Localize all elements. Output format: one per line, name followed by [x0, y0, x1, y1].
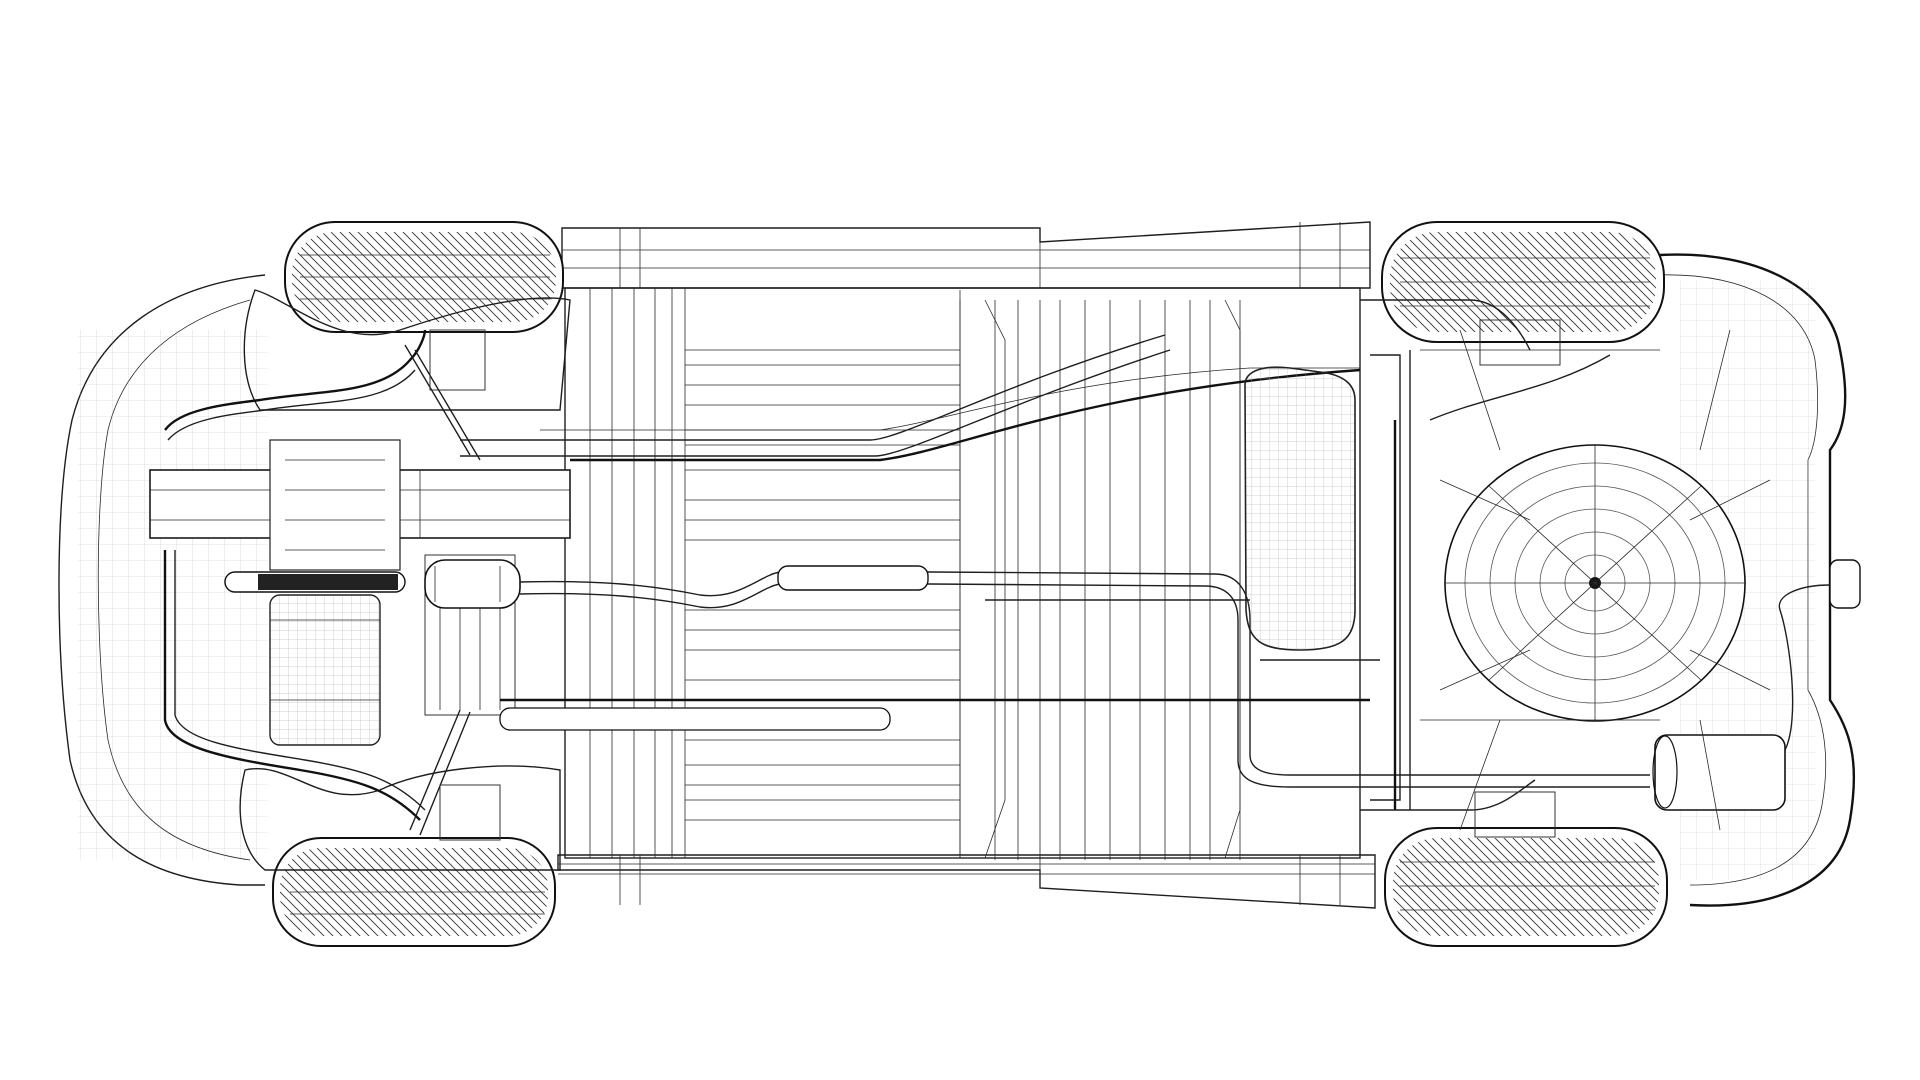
rear-floor	[1420, 329, 1771, 831]
exhaust-system	[224, 559, 1861, 811]
engine-sump	[269, 554, 516, 746]
lower-brake-line	[499, 599, 1380, 731]
front-wheel-wells	[239, 289, 571, 871]
fuel-tank	[1244, 366, 1356, 651]
rear-right-wheel	[1384, 827, 1668, 947]
front-right-wheel	[272, 837, 556, 947]
upper-fuel-line	[460, 334, 1361, 462]
front-left-wheel	[284, 221, 564, 333]
rear-left-wheel	[1381, 221, 1665, 343]
front-suspension	[163, 329, 501, 841]
rear-suspension	[1360, 299, 1611, 838]
front-crossmember	[149, 439, 571, 571]
spare-wheel	[1444, 444, 1746, 722]
